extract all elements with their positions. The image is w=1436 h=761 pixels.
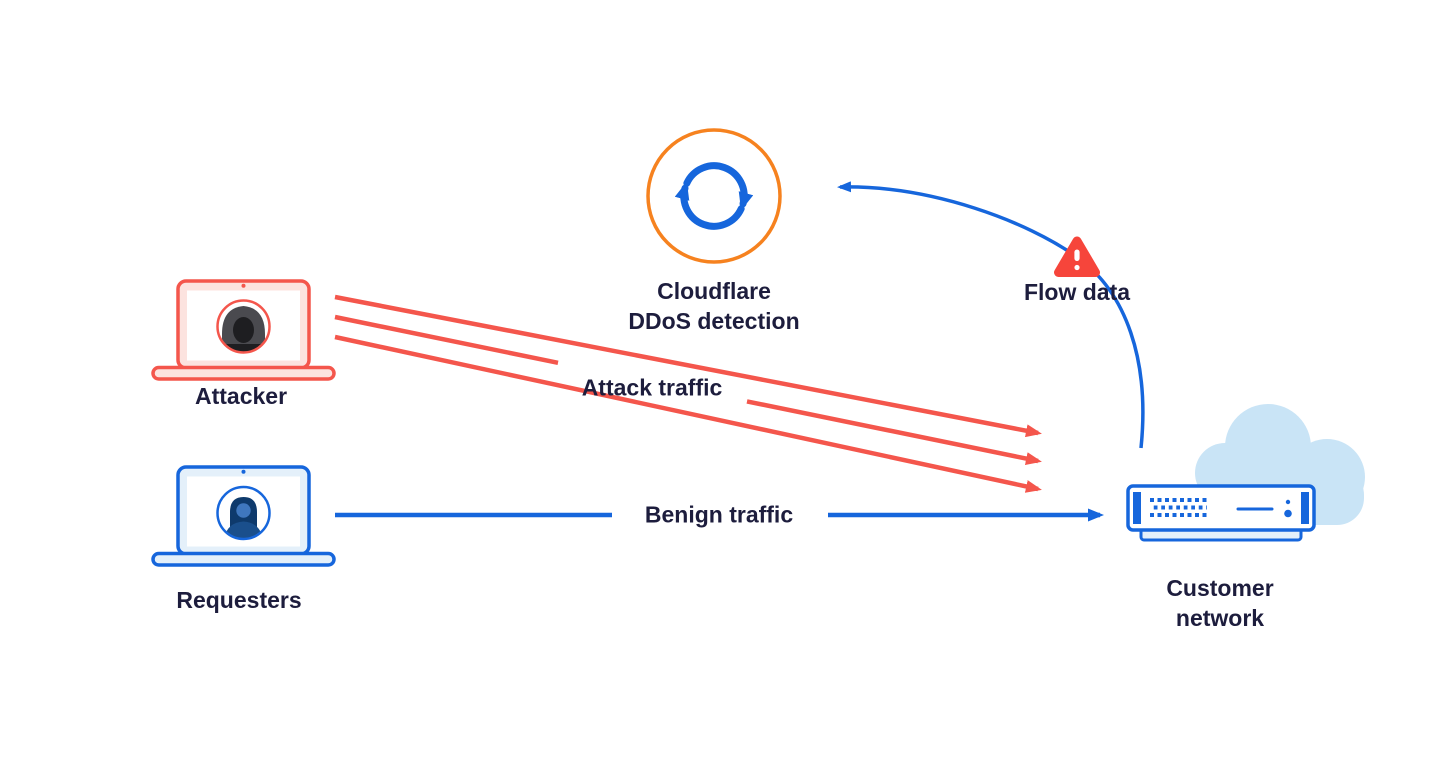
detector-label-line1: Cloudflare [657, 278, 771, 304]
customer-network-label-line1: Customer [1166, 575, 1274, 601]
server-led-small [1285, 499, 1291, 505]
detector-node [646, 128, 782, 264]
requesters-label: Requesters [176, 587, 302, 613]
detector-label: Cloudflare DDoS detection [628, 276, 799, 336]
customer-network-node [1126, 404, 1365, 542]
attacker-avatar-icon [216, 299, 271, 354]
server-vents [1150, 498, 1207, 520]
camera-dot-icon [241, 283, 246, 288]
laptop-base [151, 551, 336, 567]
detector-label-line2: DDoS detection [628, 308, 800, 334]
attack-arrow-2-left [334, 314, 559, 366]
server-right-ear [1301, 492, 1309, 524]
detector-circle [646, 128, 782, 264]
attack-traffic-arrows [334, 294, 1042, 493]
server-icon [1126, 484, 1316, 542]
warning-icon [1054, 236, 1100, 277]
requester-avatar-icon [216, 485, 271, 541]
flow-data-arrow [837, 181, 1145, 449]
requesters-node [151, 465, 336, 567]
customer-network-label-line2: network [1175, 605, 1265, 631]
attacker-node [151, 279, 336, 381]
camera-dot-icon [241, 469, 246, 474]
attack-arrow-1 [334, 294, 1042, 438]
customer-network-label: Customer network [1166, 573, 1273, 633]
benign-traffic-label: Benign traffic [644, 501, 794, 528]
server-led-large [1284, 509, 1292, 518]
sync-icon [674, 162, 754, 230]
attack-traffic-label: Attack traffic [581, 374, 723, 401]
laptop-base [151, 365, 336, 381]
flow-data-label: Flow data [1023, 279, 1131, 305]
attack-arrow-3 [334, 334, 1042, 493]
attack-arrow-2-right [746, 399, 1042, 465]
server-left-ear [1133, 492, 1141, 524]
attacker-label: Attacker [194, 383, 288, 409]
